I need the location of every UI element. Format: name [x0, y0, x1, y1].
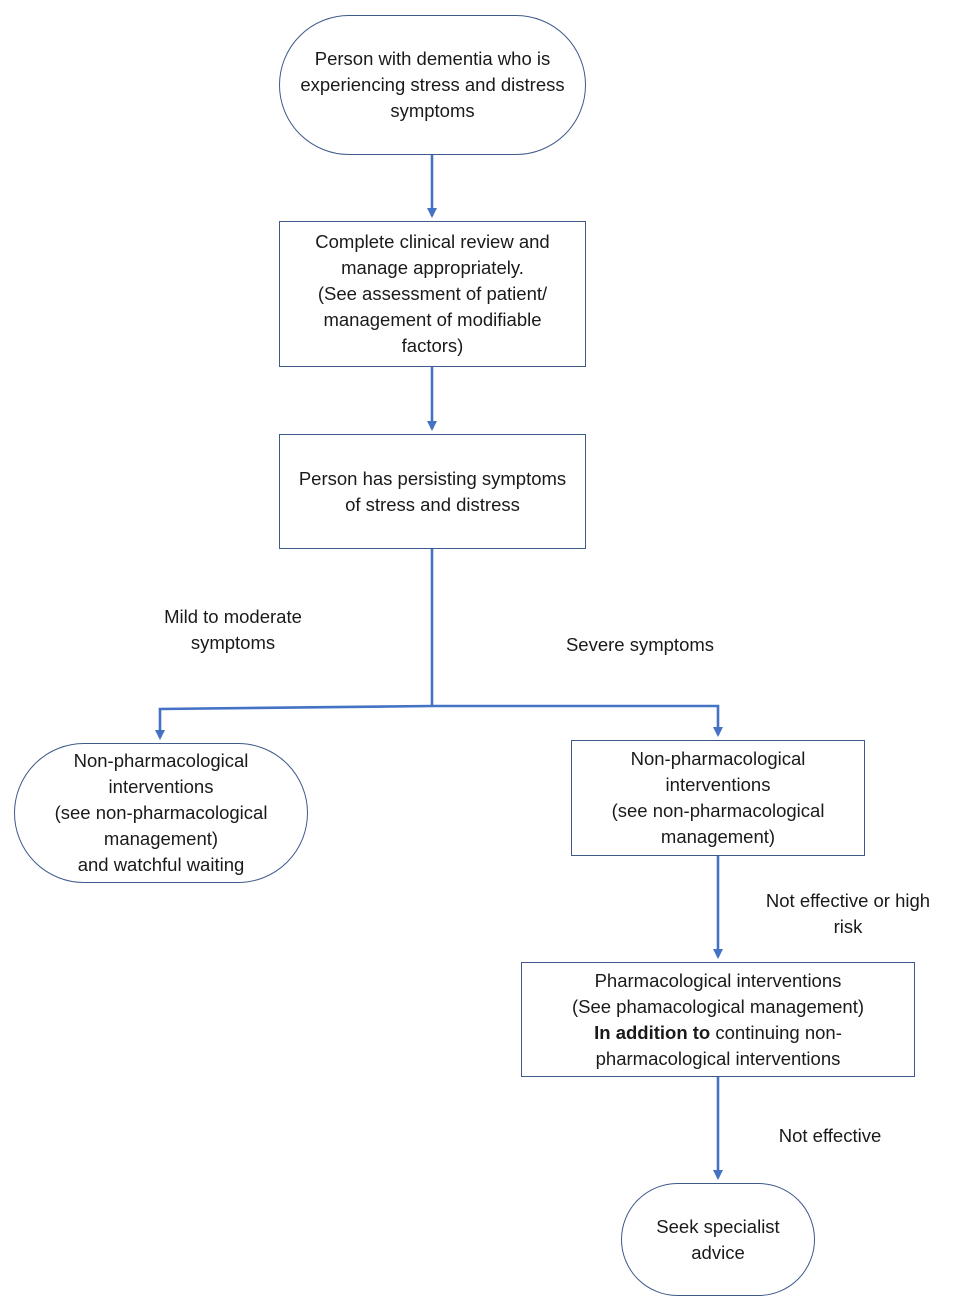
seek-specialist-node: Seek specialist advice — [621, 1183, 815, 1296]
nonpharm-severe-text-line: (see non-pharmacological — [611, 800, 825, 821]
start-node: Person with dementia who is experiencing… — [279, 15, 586, 155]
mild-symptoms-label: Mild to moderate symptoms — [140, 604, 326, 656]
start-text-line: Person with dementia who is — [314, 48, 551, 69]
nonpharm-severe-node: Non-pharmacological interventions (see n… — [571, 740, 865, 856]
persisting-text-line: of stress and distress — [345, 493, 520, 515]
nonpharm-mild-node: Non-pharmacological interventions (see n… — [14, 743, 308, 883]
nonpharm-severe-text-line: Non-pharmacological — [630, 748, 806, 769]
pharm-text-fragment: continuing non- — [710, 1021, 842, 1043]
nonpharm-severe-text-line: management) — [660, 826, 776, 847]
review-text-line: manage appropriately. — [341, 257, 524, 278]
clinical-review-node: Complete clinical review and manage appr… — [279, 221, 586, 367]
mild-label-line: Mild to moderate — [164, 606, 302, 627]
in-addition-to-emphasis: In addition to — [594, 1021, 711, 1043]
not-effective-label: Not effective — [760, 1123, 900, 1149]
high-risk-label-line: Not effective or high — [765, 890, 931, 911]
arrow-to-nonpharm-severe — [432, 704, 723, 737]
arrow-to-nonpharm-mild — [155, 704, 433, 740]
pharm-text-line: pharmacological interventions — [595, 1047, 841, 1069]
review-text-line: Complete clinical review and — [315, 231, 550, 252]
nonpharm-mild-text-line: (see non-pharmacological — [54, 802, 268, 823]
review-text-line: factors) — [401, 335, 464, 356]
severe-label-line: Severe symptoms — [565, 634, 715, 655]
pharm-text-line: Pharmacological interventions — [594, 969, 842, 991]
nonpharm-severe-text-line: interventions — [665, 774, 771, 795]
persisting-symptoms-node: Person has persisting symptoms of stress… — [279, 434, 586, 549]
pharm-text-line-mixed: In addition to continuing non- — [594, 1020, 842, 1046]
start-text-line: experiencing stress and distress — [300, 74, 565, 95]
pharm-interventions-node: Pharmacological interventions (See phama… — [521, 962, 915, 1077]
review-text-line: (See assessment of patient/ — [317, 283, 548, 304]
specialist-text-line: Seek specialist — [656, 1215, 780, 1237]
specialist-text-line: advice — [691, 1241, 745, 1263]
not-effective-high-risk-label: Not effective or high risk — [748, 888, 948, 940]
nonpharm-mild-text-line: management) — [103, 828, 219, 849]
nonpharm-mild-text-line: and watchful waiting — [77, 854, 245, 875]
pharm-text-line: (See phamacological management) — [571, 995, 865, 1017]
mild-label-line: symptoms — [190, 632, 276, 653]
start-text-line: symptoms — [390, 100, 475, 121]
high-risk-label-line: risk — [833, 916, 863, 937]
persisting-text-line: Person has persisting symptoms — [298, 467, 567, 489]
nonpharm-mild-text-line: interventions — [108, 776, 214, 797]
review-text-line: management of modifiable — [323, 309, 542, 330]
nonpharm-mild-text-line: Non-pharmacological — [73, 750, 249, 771]
not-effective-label-line: Not effective — [778, 1125, 882, 1146]
severe-symptoms-label: Severe symptoms — [548, 632, 732, 658]
